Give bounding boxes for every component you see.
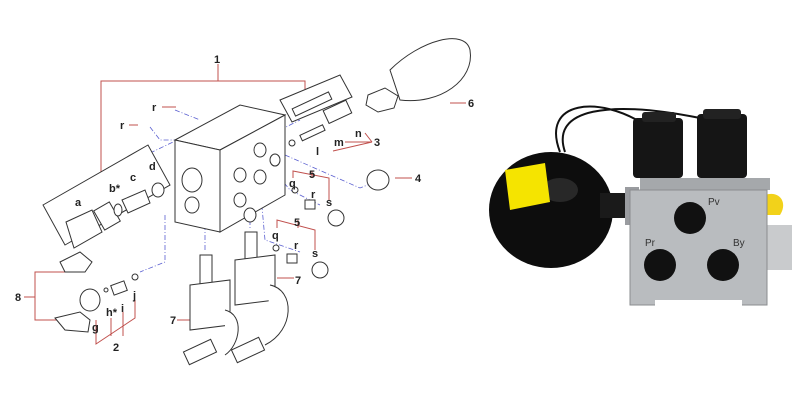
relief-valve-parts	[42, 144, 171, 249]
callout-6: 6	[468, 98, 474, 110]
callout-r-top: r	[152, 102, 157, 114]
callout-5-upper: 5	[309, 169, 315, 181]
solenoid-coils	[182, 231, 289, 366]
callout-g: g	[92, 322, 99, 334]
callout-j: j	[132, 290, 136, 302]
callout-i: i	[121, 303, 124, 315]
yellow-cap	[765, 193, 784, 215]
port-plug-pv	[674, 202, 706, 234]
callout-m: m	[334, 137, 344, 149]
callout-7-left: 7	[170, 315, 176, 327]
check-valve-parts	[54, 251, 139, 333]
port-label-pr: Pr	[645, 238, 656, 249]
callout-h: h*	[106, 307, 118, 319]
callout-1: 1	[214, 54, 220, 66]
callout-c: c	[130, 172, 136, 184]
callout-7-right: 7	[295, 275, 301, 287]
warning-label	[505, 163, 550, 210]
callout-8: 8	[15, 292, 21, 304]
callout-r-upper: r	[311, 189, 316, 201]
product-photo: Pv Pr By	[489, 105, 792, 308]
port-label-by: By	[733, 238, 745, 249]
port-plug-pr	[644, 249, 676, 281]
right-side-parts	[272, 38, 471, 279]
callout-r-lower: r	[294, 240, 299, 252]
callout-q-upper: q	[289, 178, 296, 190]
callout-l: l	[316, 146, 319, 158]
callout-a: a	[75, 197, 82, 209]
valve-block	[173, 104, 287, 233]
callout-3: 3	[374, 137, 380, 149]
callout-b: b*	[109, 183, 121, 195]
callout-s-upper: s	[326, 197, 332, 209]
port-plug-by	[707, 249, 739, 281]
callout-n: n	[355, 128, 362, 140]
leader-lines	[24, 64, 466, 345]
callout-5-lower: 5	[294, 217, 300, 229]
accumulator	[489, 152, 613, 268]
callout-2: 2	[113, 342, 119, 354]
port-label-pv: Pv	[708, 197, 720, 208]
solenoid-coil-left	[633, 118, 683, 178]
callout-labels: 1 r r n m 3 l d c b* a 5 q r s 4 6 5 q r…	[15, 54, 474, 354]
callout-r-left: r	[120, 120, 125, 132]
callout-d: d	[149, 161, 156, 173]
callout-s-lower: s	[312, 248, 318, 260]
callout-q-lower: q	[272, 230, 279, 242]
callout-4: 4	[415, 173, 422, 185]
solenoid-coil-right	[697, 114, 747, 178]
